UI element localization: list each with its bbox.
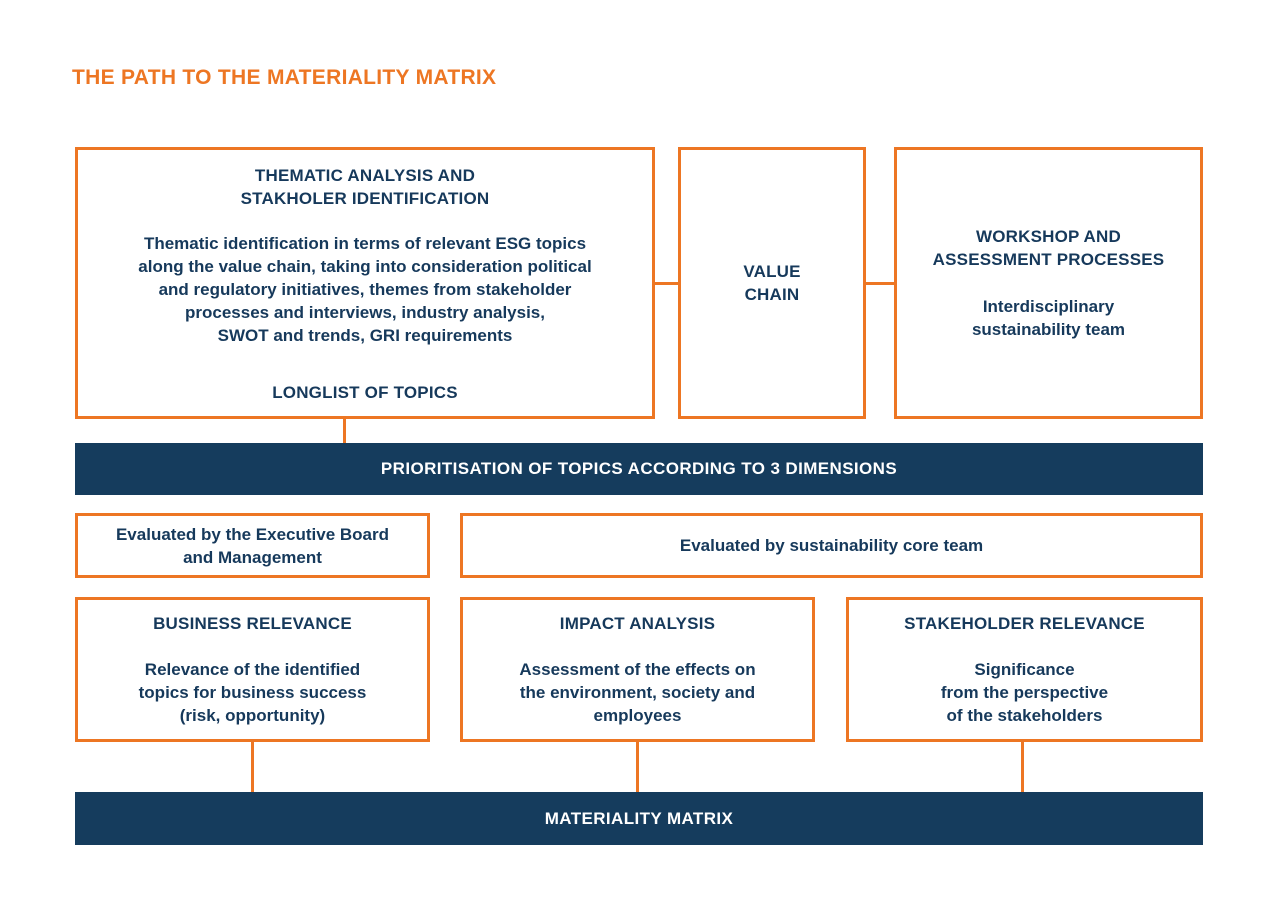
workshop-assessment-box: WORKSHOP AND ASSESSMENT PROCESSES Interd… <box>894 147 1203 419</box>
thematic-analysis-box: THEMATIC ANALYSIS AND STAKHOLER IDENTIFI… <box>75 147 655 419</box>
stakeholder-relevance-box: STAKEHOLDER RELEVANCE Significance from … <box>846 597 1203 742</box>
impact-analysis-box: IMPACT ANALYSIS Assessment of the effect… <box>460 597 815 742</box>
business-relevance-heading: BUSINESS RELEVANCE <box>153 614 352 633</box>
workshop-assessment-heading: WORKSHOP AND ASSESSMENT PROCESSES <box>932 227 1165 269</box>
materiality-matrix-banner: MATERIALITY MATRIX <box>75 792 1203 845</box>
value-chain-box: VALUE CHAIN <box>678 147 866 419</box>
evaluated-by-executive-board-label: Evaluated by the Executive Board and Man… <box>115 524 390 567</box>
connector-thematic-to-value-chain <box>655 282 678 285</box>
evaluated-by-core-team-label: Evaluated by sustainability core team <box>679 536 984 555</box>
value-chain-label: VALUE CHAIN <box>743 262 801 304</box>
connector-thematic-to-prioritisation <box>343 417 346 443</box>
evaluated-by-core-team-box: Evaluated by sustainability core team <box>460 513 1203 578</box>
connector-stakeholder-to-matrix <box>1021 740 1024 793</box>
diagram-title: THE PATH TO THE MATERIALITY MATRIX <box>72 66 497 89</box>
stakeholder-relevance-body: Significance from the perspective of the… <box>940 660 1109 725</box>
prioritisation-banner: PRIORITISATION OF TOPICS ACCORDING TO 3 … <box>75 443 1203 495</box>
connector-business-to-matrix <box>251 740 254 793</box>
connector-value-chain-to-workshop <box>866 282 894 285</box>
business-relevance-body: Relevance of the identified topics for b… <box>138 660 367 725</box>
evaluated-by-executive-board-box: Evaluated by the Executive Board and Man… <box>75 513 430 578</box>
connector-impact-to-matrix <box>636 740 639 793</box>
longlist-of-topics-label: LONGLIST OF TOPICS <box>272 383 458 402</box>
impact-analysis-heading: IMPACT ANALYSIS <box>559 614 716 633</box>
thematic-analysis-body: Thematic identification in terms of rele… <box>138 234 592 345</box>
thematic-analysis-heading: THEMATIC ANALYSIS AND STAKHOLER IDENTIFI… <box>240 166 490 208</box>
stakeholder-relevance-heading: STAKEHOLDER RELEVANCE <box>904 614 1145 633</box>
impact-analysis-body: Assessment of the effects on the environ… <box>519 660 756 725</box>
business-relevance-box: BUSINESS RELEVANCE Relevance of the iden… <box>75 597 430 742</box>
workshop-assessment-body: Interdisciplinary sustainability team <box>971 297 1126 339</box>
